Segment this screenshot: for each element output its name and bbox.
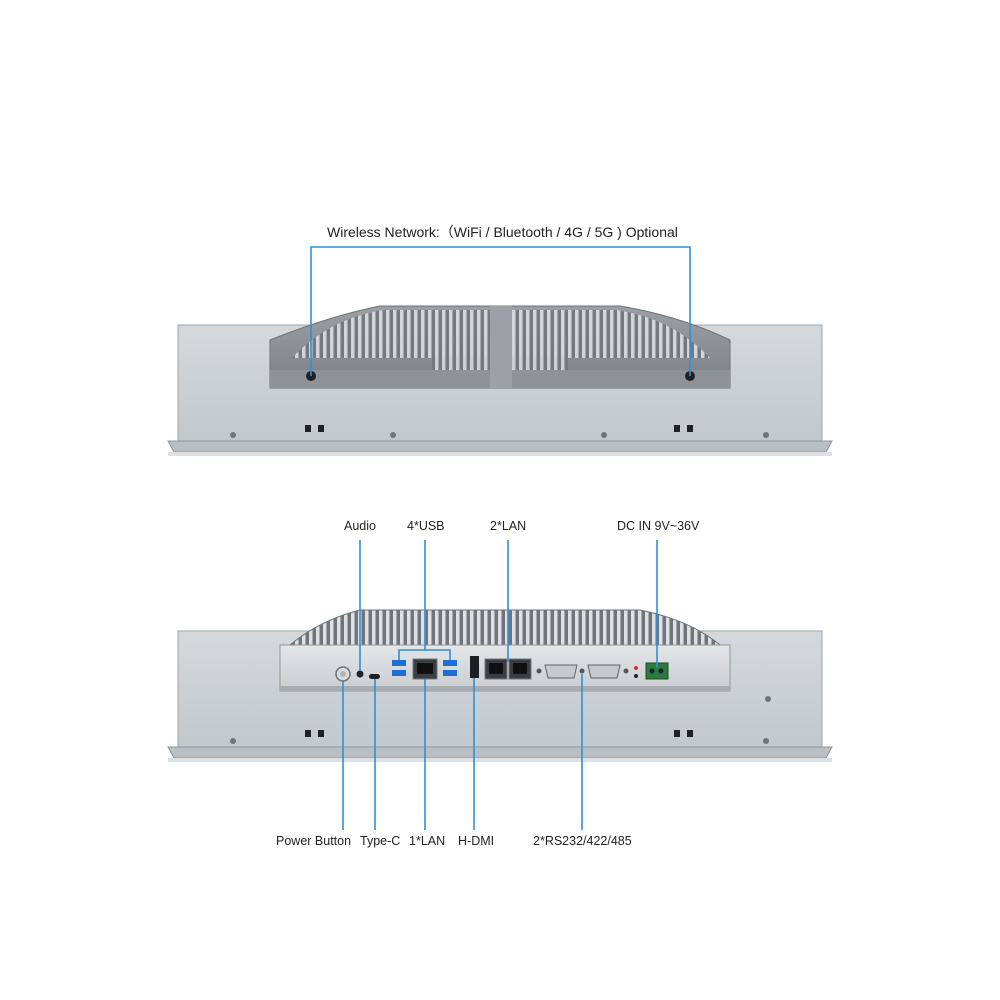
port-callout-lines [342, 540, 658, 830]
serial-port-a [544, 664, 578, 679]
type-c-label: Type-C [360, 834, 401, 848]
usb-label: 4*USB [407, 519, 445, 533]
hdmi-port [470, 656, 479, 678]
bottom-bezel [167, 746, 833, 759]
lan2-label: 2*LAN [490, 519, 527, 533]
top-bezel [167, 440, 833, 453]
wireless-callout-lines [310, 246, 691, 376]
audio-jack [356, 670, 364, 678]
type-c-port [369, 674, 380, 679]
serial-label: 2*RS232/422/485 [533, 834, 632, 848]
power-button-label: Power Button [276, 834, 352, 848]
wireless-network-title: Wireless Network:（WiFi / Bluetooth / 4G … [327, 224, 678, 240]
top-device [167, 305, 833, 456]
lan1-label: 1*LAN [409, 834, 446, 848]
dc-in-label: DC IN 9V~36V [617, 519, 700, 533]
hdmi-label: H-DMI [458, 834, 495, 848]
bottom-heatsink [288, 609, 722, 646]
usb-ports [392, 660, 457, 676]
audio-label: Audio [344, 519, 376, 533]
serial-port-b [587, 664, 621, 679]
bottom-device [167, 609, 833, 762]
